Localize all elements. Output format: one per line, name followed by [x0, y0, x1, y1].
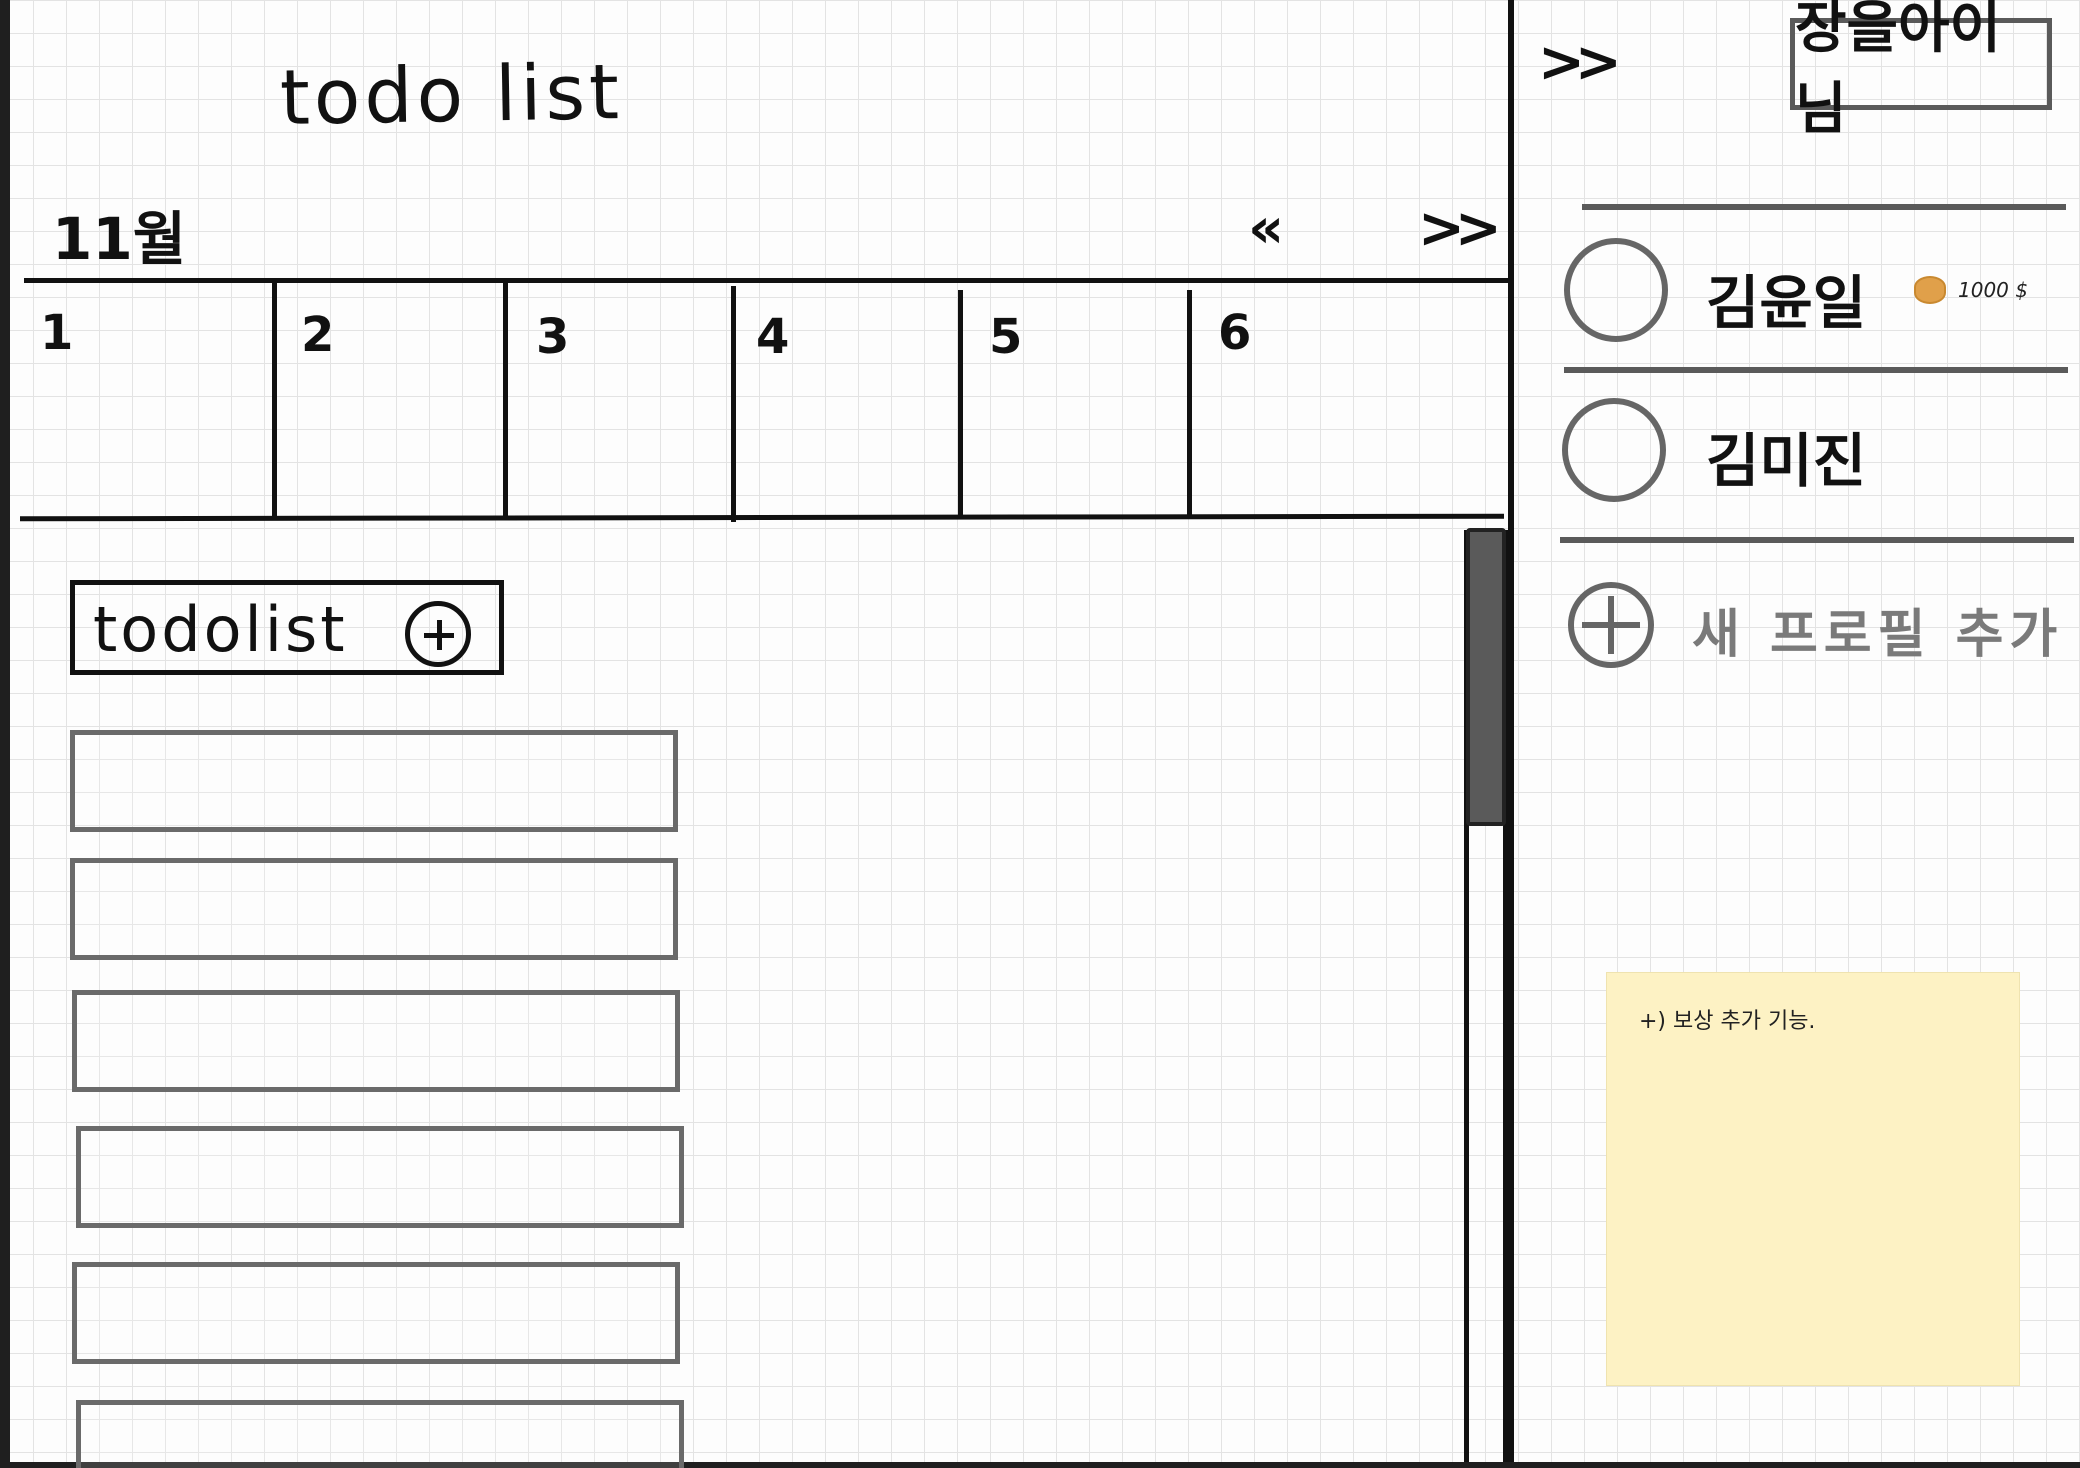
day-number: 4 — [756, 309, 790, 365]
profile-avatar — [1564, 238, 1668, 342]
day-number: 3 — [536, 309, 570, 365]
todo-item[interactable] — [76, 1400, 684, 1468]
user-name-badge[interactable]: 장을아이님 — [1790, 0, 2052, 142]
profile-name: 김윤일 — [1706, 269, 1867, 337]
prev-week-button[interactable]: « — [1248, 196, 1284, 261]
add-todo-button[interactable] — [405, 601, 471, 667]
window-frame-left — [0, 0, 10, 1468]
day-number: 2 — [301, 307, 335, 363]
day-cell[interactable]: 6 — [1192, 283, 1504, 515]
add-profile-button[interactable]: 새 프로필 추가 — [1568, 578, 2057, 678]
profile-avatar — [1562, 398, 1666, 502]
day-divider — [1187, 290, 1192, 518]
calendar-top-border — [24, 278, 1510, 283]
day-cell[interactable]: 4 — [736, 283, 958, 515]
day-number: 5 — [989, 309, 1023, 365]
todo-item[interactable] — [72, 990, 680, 1092]
todo-list-header: todolist — [70, 580, 504, 675]
day-divider — [503, 282, 508, 518]
user-name: 장을아이님 — [1795, 0, 2002, 142]
sticky-note: +) 보상 추가 기능. — [1606, 972, 2020, 1386]
profile-row[interactable]: 김미진 — [1560, 396, 2060, 506]
scrollbar-track[interactable] — [1464, 530, 1508, 1462]
day-divider — [272, 282, 277, 518]
day-divider — [731, 286, 736, 522]
todo-item[interactable] — [70, 858, 678, 960]
day-cell[interactable]: 3 — [508, 283, 731, 515]
panel-divider — [1560, 537, 2074, 543]
day-number: 6 — [1218, 305, 1252, 361]
window-frame-bottom — [0, 1462, 2080, 1468]
coin-amount: 1000 $ — [1958, 278, 2028, 302]
app-title: todo list — [279, 47, 624, 142]
day-cell[interactable]: 5 — [963, 283, 1187, 515]
month-label: 11월 — [52, 205, 187, 273]
profile-name: 김미진 — [1706, 427, 1867, 495]
todo-list-title: todolist — [93, 593, 348, 666]
day-cell[interactable]: 1 — [14, 283, 272, 515]
panel-divider — [1564, 367, 2068, 373]
next-week-button[interactable]: >> — [1418, 196, 1502, 261]
day-number: 1 — [40, 305, 74, 361]
add-profile-label: 새 프로필 추가 — [1692, 605, 2064, 665]
collapse-panel-button[interactable]: >> — [1538, 30, 1622, 95]
day-divider — [958, 290, 963, 518]
todo-item[interactable] — [76, 1126, 684, 1228]
todo-item[interactable] — [70, 730, 678, 832]
panel-divider — [1582, 204, 2066, 210]
day-cell[interactable]: 2 — [277, 283, 503, 515]
sticky-note-text: +) 보상 추가 기능. — [1639, 1009, 1816, 1034]
scrollbar-thumb[interactable] — [1466, 528, 1506, 826]
coin-icon — [1914, 276, 1946, 304]
todo-item[interactable] — [72, 1262, 680, 1364]
profile-row[interactable]: 김윤일 — [1560, 236, 2060, 346]
plus-circle-icon — [1568, 582, 1654, 668]
pane-divider[interactable] — [1508, 0, 1514, 1462]
